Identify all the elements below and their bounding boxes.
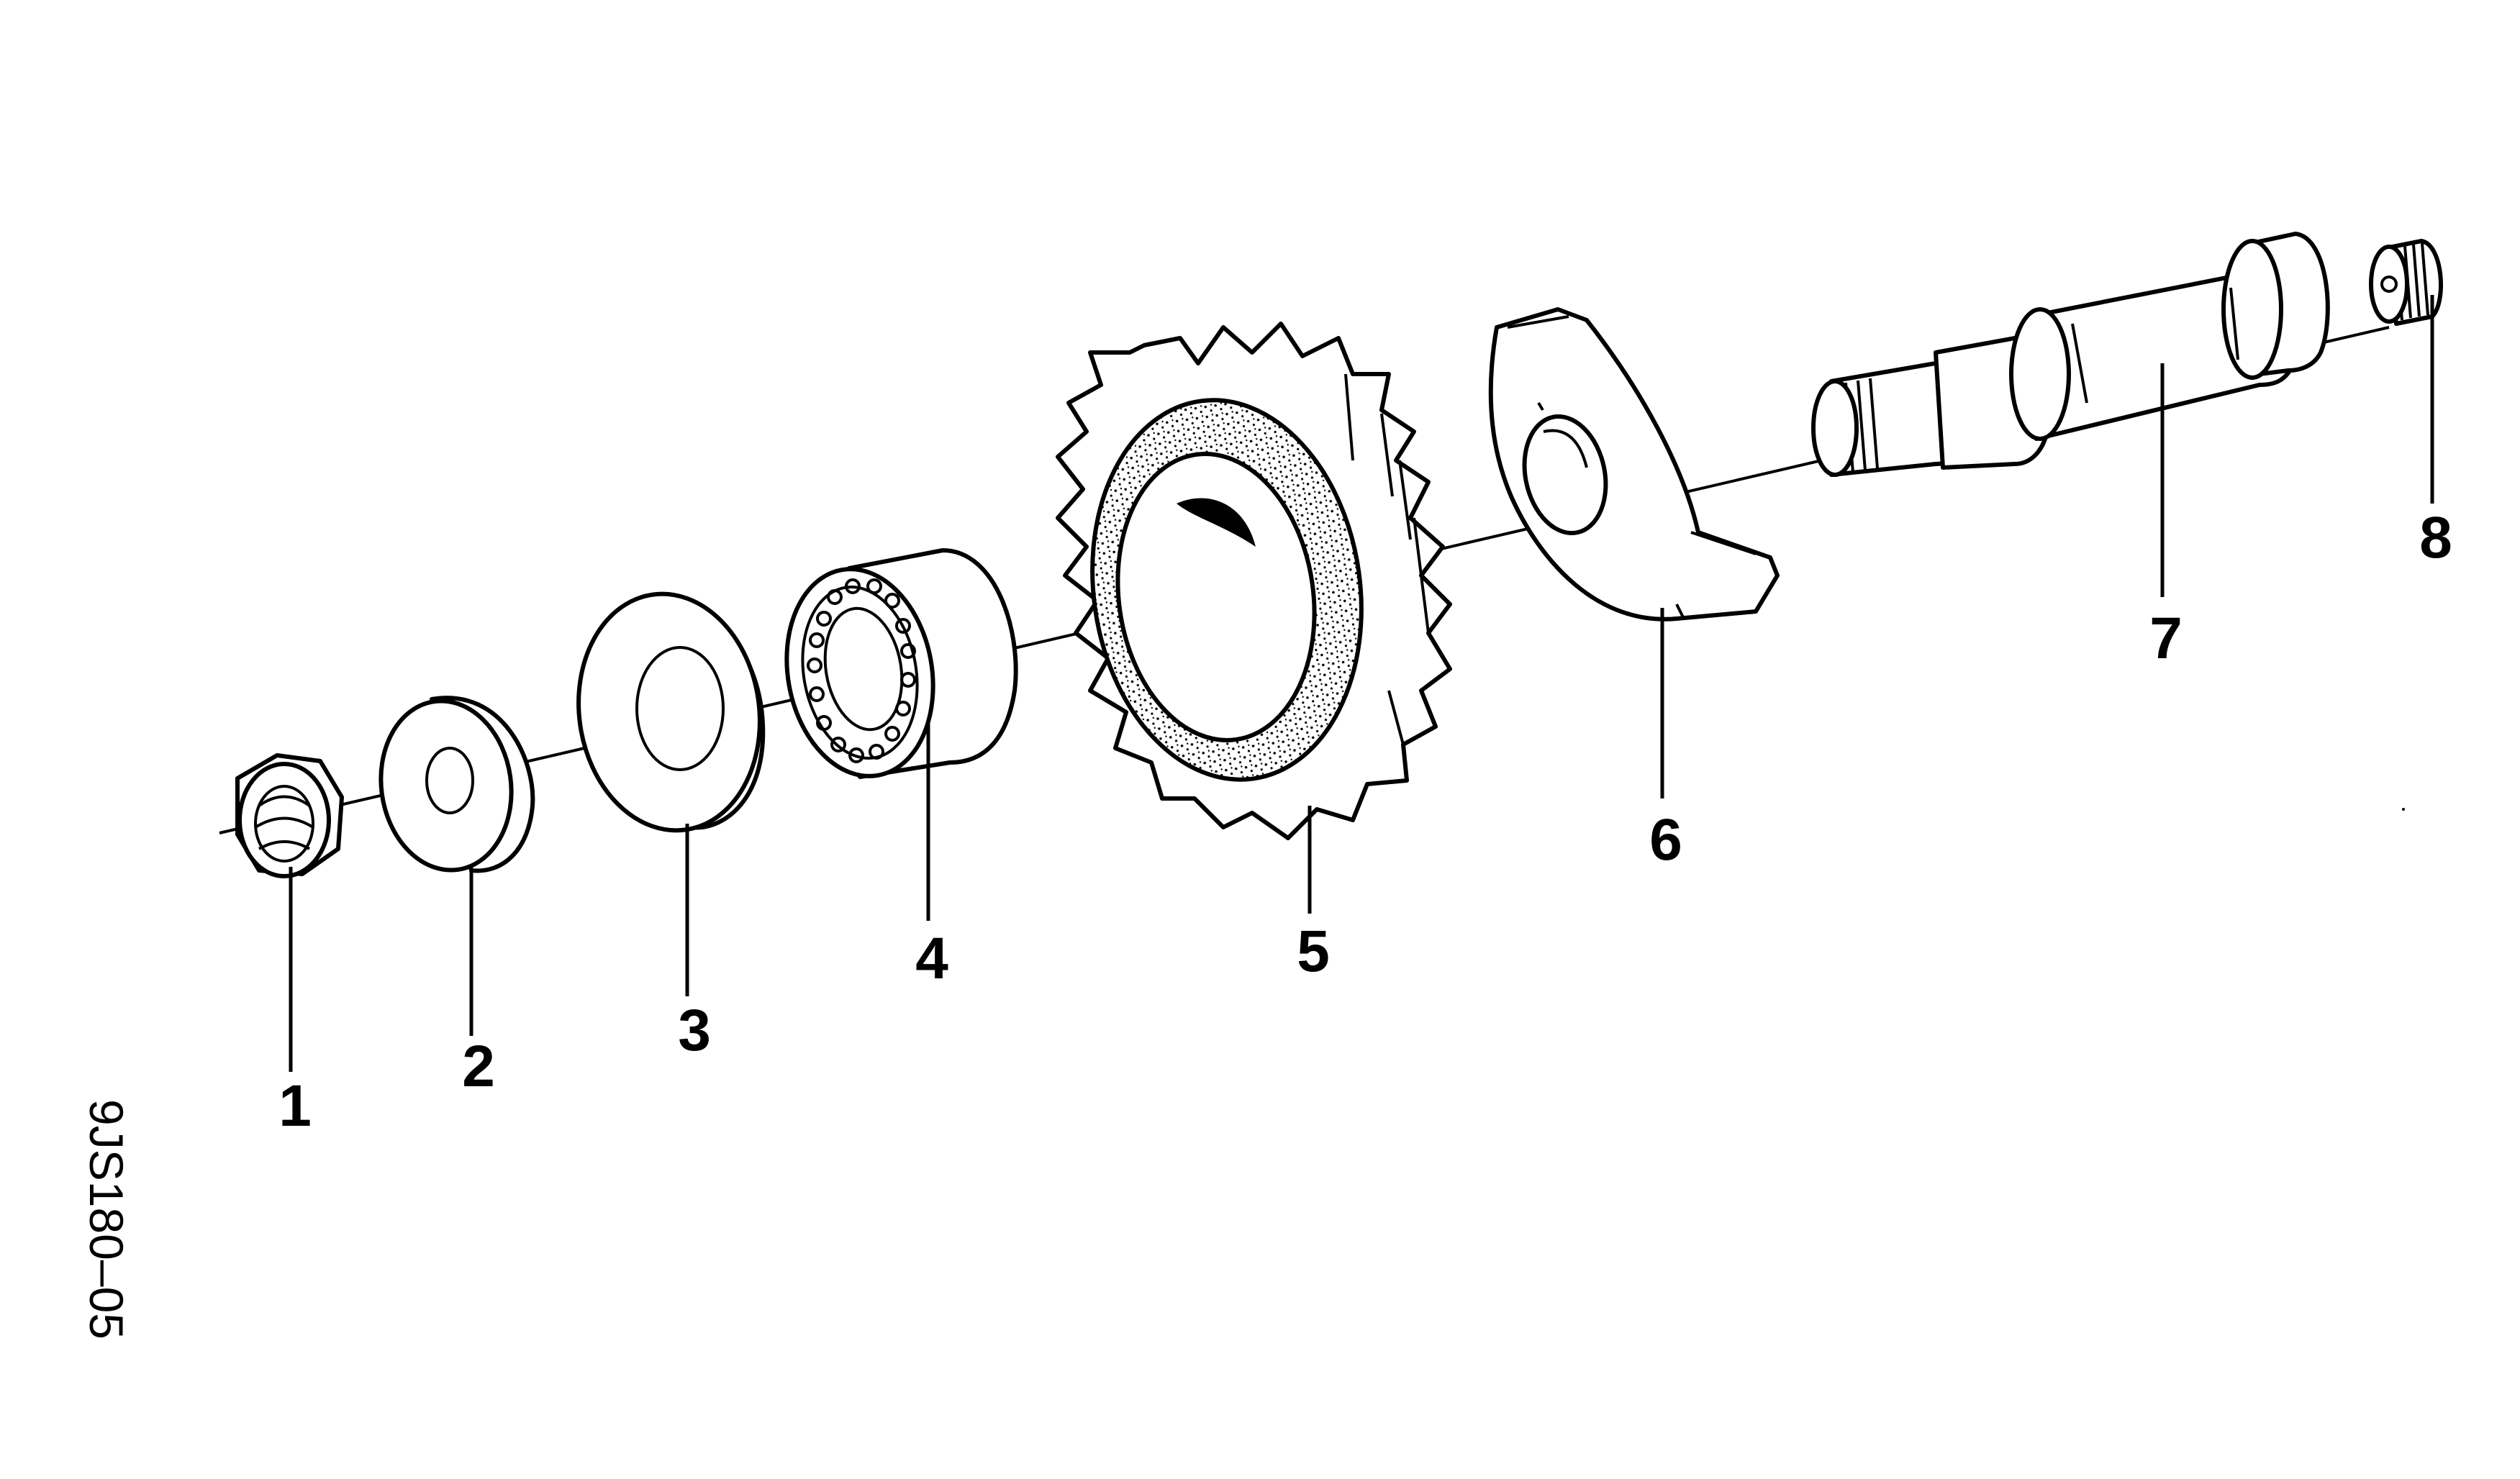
stray-mark — [2402, 808, 2405, 811]
callout-2: 2 — [462, 1034, 495, 1099]
callout-7: 7 — [2149, 606, 2183, 671]
callout-3: 3 — [678, 998, 711, 1063]
callout-1: 1 — [278, 1073, 312, 1139]
drawing-reference-code: 9JS180–05 — [80, 1099, 133, 1339]
part-4-ball-bearing — [784, 548, 1018, 779]
callout-8: 8 — [2419, 505, 2452, 570]
part-7-shaft — [1811, 232, 2330, 477]
callout-labels: 1 2 3 4 5 6 7 8 — [278, 505, 2452, 1139]
callout-5: 5 — [1297, 919, 1330, 984]
part-8-threaded-plug — [2369, 239, 2443, 326]
callout-4: 4 — [915, 926, 948, 991]
callout-6: 6 — [1649, 807, 1682, 873]
part-1-hex-nut — [235, 753, 344, 878]
part-5-spur-gear — [1056, 322, 1452, 840]
part-6-thrust-plate — [1488, 307, 1780, 622]
part-3-thrust-washer — [576, 591, 766, 833]
leader-lines — [289, 295, 2434, 1072]
part-2-washer — [379, 696, 535, 873]
